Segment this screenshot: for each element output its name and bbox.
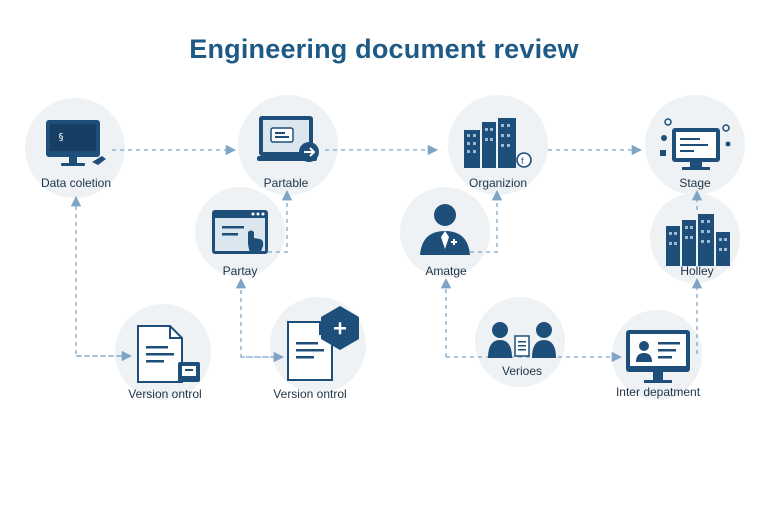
people-icon	[488, 322, 556, 358]
node-label-version-control-1: Version ontrol	[128, 387, 202, 401]
connectors	[70, 144, 703, 363]
buildings-icon	[666, 214, 730, 266]
edge-partay-to-partable	[260, 189, 293, 253]
workstation-icon	[660, 118, 731, 170]
svg-text:f: f	[521, 156, 524, 166]
person-icon	[420, 204, 470, 255]
document-add-icon	[287, 306, 359, 381]
node-label-stage: Stage	[679, 176, 711, 190]
edge-amatge-to-organization	[470, 189, 503, 253]
svg-text:§: §	[58, 132, 64, 143]
monitor-profile-icon	[626, 330, 690, 383]
node-label-verioes: Verioes	[501, 364, 543, 378]
node-label-partable: Partable	[263, 176, 309, 190]
node-label-version-control-2: Version ontrol	[273, 387, 347, 401]
browser-touch-icon	[212, 210, 268, 254]
office-buildings-icon: f	[464, 118, 532, 168]
node-label-data-collection: Data coletion	[40, 176, 112, 190]
laptop-chat-icon	[257, 116, 319, 162]
node-label-partay: Partay	[222, 264, 258, 278]
monitor-icon: §	[46, 120, 106, 166]
diagram-title: Engineering document review	[189, 34, 579, 64]
document-icon	[137, 325, 200, 383]
node-label-organization: Organizion	[468, 176, 528, 190]
node-label-holley: Holley	[680, 264, 714, 278]
node-label-inter-department: Inter depatment	[615, 385, 701, 399]
node-label-amatge: Amatge	[425, 264, 467, 278]
